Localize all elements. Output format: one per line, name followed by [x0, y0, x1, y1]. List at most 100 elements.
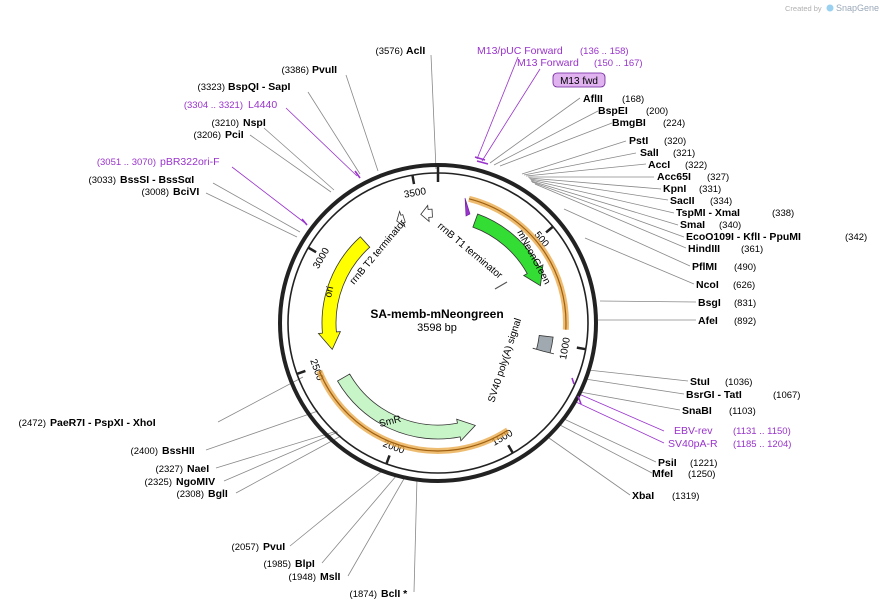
- site-name-psti[interactable]: PstI: [629, 135, 648, 147]
- site-pos-bsshii: (2400): [131, 446, 158, 457]
- snapgene-logo-icon: [826, 4, 834, 12]
- site-name-bsssi[interactable]: BssSI - BssSαI: [120, 174, 194, 186]
- site-name-paer7i[interactable]: PaeR7I - PspXI - XhoI: [50, 417, 156, 429]
- site-name-snabi[interactable]: SnaBI: [682, 405, 712, 417]
- site-name-bcli[interactable]: BclI *: [381, 588, 408, 600]
- feature-rrnb-t2-terminator[interactable]: [396, 210, 406, 228]
- tick-mark-1500: [507, 444, 514, 454]
- primer-name-pbr322ori-f[interactable]: pBR322ori-F: [160, 156, 220, 168]
- site-name-bmgbi[interactable]: BmgBI: [612, 117, 646, 129]
- features: [317, 204, 555, 442]
- credit-brand: SnapGene: [836, 3, 879, 13]
- feature-label-ori: ori: [323, 285, 336, 298]
- tick-mark-1000: [576, 346, 586, 351]
- site-name-mfei[interactable]: MfeI: [652, 468, 673, 480]
- feature-label-smr: SmR: [378, 414, 402, 430]
- site-name-afei[interactable]: AfeI: [698, 315, 718, 327]
- site-name-pflmi[interactable]: PflMI: [692, 261, 717, 273]
- site-name-blpi[interactable]: BlpI: [295, 558, 315, 570]
- site-name-acc65i[interactable]: Acc65I: [657, 171, 691, 183]
- site-name-acci[interactable]: AccI: [648, 159, 670, 171]
- feature-ori[interactable]: [317, 236, 371, 351]
- site-pos-bspqi: (3323): [198, 82, 225, 93]
- tick-mark-3500: [411, 174, 416, 185]
- site-name-sacii[interactable]: SacII: [670, 195, 695, 207]
- primer-name-m13-forward[interactable]: M13 Forward: [517, 57, 579, 69]
- orf-arcs: [316, 195, 569, 454]
- site-name-xbai[interactable]: XbaI: [632, 490, 654, 502]
- site-name-pvui[interactable]: PvuI: [263, 541, 285, 553]
- primer-name-l4440[interactable]: L4440: [248, 99, 277, 111]
- site-pos-acc65i: (327): [707, 172, 729, 183]
- site-pos-nspi: (3210): [212, 118, 239, 129]
- site-name-bcivi[interactable]: BciVI: [173, 186, 199, 198]
- site-pos-acli: (3576): [376, 46, 403, 57]
- primer-name-sv40pa-r[interactable]: SV40pA-R: [668, 438, 718, 450]
- leader-lines: [205, 54, 697, 593]
- site-pos-mfei: (1250): [688, 469, 715, 480]
- site-name-smai[interactable]: SmaI: [680, 219, 705, 231]
- site-name-tspmi[interactable]: TspMI - XmaI: [676, 207, 740, 219]
- site-name-acli[interactable]: AclI: [406, 45, 425, 57]
- site-name-ngomiv[interactable]: NgoMIV: [176, 476, 215, 488]
- site-name-bspqi[interactable]: BspQI - SapI: [228, 81, 291, 93]
- site-name-stui[interactable]: StuI: [690, 376, 710, 388]
- plasmid-size: 3598 bp: [417, 322, 457, 334]
- site-name-bsgi[interactable]: BsgI: [698, 297, 721, 309]
- site-pos-bcivi: (3008): [142, 187, 169, 198]
- site-name-bsshii[interactable]: BssHII: [162, 445, 195, 457]
- site-pos-pvui: (2057): [232, 542, 259, 553]
- site-name-bgli[interactable]: BglI: [208, 488, 228, 500]
- feature-mneongreen[interactable]: [472, 213, 544, 287]
- site-name-hindiii[interactable]: HindIII: [688, 243, 720, 255]
- site-name-bspei[interactable]: BspEI: [598, 105, 628, 117]
- site-name-ncoi[interactable]: NcoI: [696, 279, 719, 291]
- small-feature-mark: [494, 281, 508, 290]
- site-name-aflii[interactable]: AflII: [583, 93, 603, 105]
- primer-box[interactable]: M13 fwd: [552, 72, 606, 88]
- primer-box-rect[interactable]: [552, 72, 606, 88]
- site-pos-tspmi: (338): [772, 208, 794, 219]
- site-pos-hindiii: (361): [741, 244, 763, 255]
- site-pos-kpni: (331): [699, 184, 721, 195]
- site-pos-pvuii-1: (3386): [282, 65, 309, 76]
- site-pos-naei: (2327): [156, 464, 183, 475]
- plasmid-center: SA-memb-mNeongreen 3598 bp: [370, 307, 503, 334]
- site-pos-pflmi: (490): [734, 262, 756, 273]
- site-name-nspi[interactable]: NspI: [243, 117, 266, 129]
- primer-name-ebv-rev[interactable]: EBV-rev: [674, 425, 713, 437]
- site-name-pcii[interactable]: PciI: [225, 129, 244, 141]
- site-pos-snabi: (1103): [729, 406, 756, 417]
- plasmid-name: SA-memb-mNeongreen: [370, 307, 503, 321]
- site-name-bsrgi[interactable]: BsrGI - TatI: [686, 389, 742, 401]
- site-name-naei[interactable]: NaeI: [187, 463, 209, 475]
- site-pos-xbai: (1319): [672, 491, 699, 502]
- credit-prefix: Created by: [785, 4, 822, 13]
- site-pos-afei: (892): [734, 316, 756, 327]
- primer-pos-l4440: (3304 .. 3321): [184, 100, 243, 111]
- site-pos-sacii: (334): [710, 196, 732, 207]
- site-name-psii[interactable]: PsiI: [658, 457, 677, 469]
- site-name-pvuii-1[interactable]: PvuII: [312, 64, 337, 76]
- site-name-sali[interactable]: SalI: [640, 147, 659, 159]
- site-pos-sali: (321): [673, 148, 695, 159]
- site-pos-bsgi: (831): [734, 298, 756, 309]
- feature-smr[interactable]: [336, 373, 476, 442]
- tick-label-3000: 3000: [311, 246, 332, 271]
- site-name-ecoo109i[interactable]: EcoO109I - KflI - PpuMI: [686, 231, 801, 243]
- tick-label-1000: 1000: [558, 336, 573, 360]
- feature-sv40-polya[interactable]: [532, 334, 555, 355]
- primer-pos-sv40pa-r: (1185 .. 1204): [733, 439, 791, 450]
- site-pos-blpi: (1985): [264, 559, 291, 570]
- feature-rrnb-t1-terminator[interactable]: [420, 204, 433, 223]
- primer-pos-m13-puc-forward: (136 .. 158): [580, 46, 629, 57]
- site-pos-psti: (320): [664, 136, 686, 147]
- site-pos-msli: (1948): [289, 572, 316, 583]
- site-pos-ngomiv: (2325): [145, 477, 172, 488]
- site-name-kpni[interactable]: KpnI: [663, 183, 686, 195]
- primer-name-m13-puc-forward[interactable]: M13/pUC Forward: [477, 45, 563, 57]
- site-pos-bsrgi: (1067): [773, 390, 800, 401]
- site-pos-smai: (340): [719, 220, 741, 231]
- site-name-msli[interactable]: MslI: [320, 571, 341, 583]
